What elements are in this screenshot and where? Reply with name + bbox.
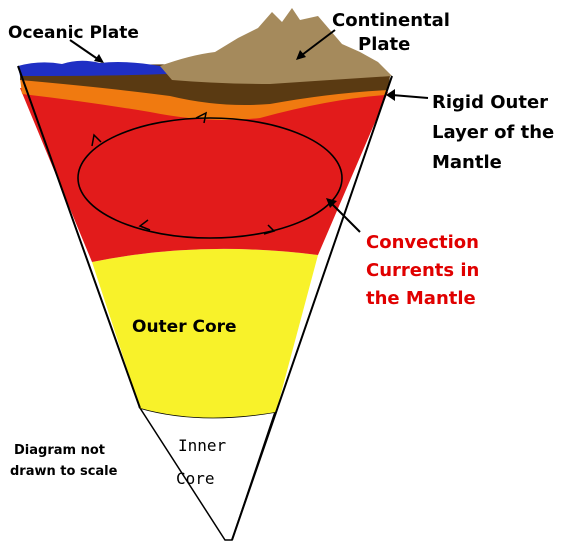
outer-core-label: Outer Core <box>132 317 237 337</box>
convection-label-line2: Currents in <box>366 260 479 281</box>
oceanic-plate-label: Oceanic Plate <box>8 23 139 43</box>
continental-plate-label-line1: Continental <box>332 10 450 31</box>
rigid-outer-label-line2: Layer of the <box>432 122 554 143</box>
oceanic-plate-shape <box>18 61 168 76</box>
rigid-layer-pointer <box>392 95 428 98</box>
convection-label-line1: Convection <box>366 232 479 253</box>
inner-core-label-line1: Inner <box>178 436 227 455</box>
scale-note-line1: Diagram not <box>14 443 105 458</box>
rigid-outer-label-line1: Rigid Outer <box>432 92 548 113</box>
scale-note-line2: drawn to scale <box>10 464 118 479</box>
inner-core-label-line2: Core <box>176 469 215 488</box>
rigid-outer-label-line3: Mantle <box>432 152 502 173</box>
continental-plate-label-line2: Plate <box>358 34 410 55</box>
convection-label-line3: the Mantle <box>366 288 476 309</box>
convection-pointer <box>330 202 360 232</box>
